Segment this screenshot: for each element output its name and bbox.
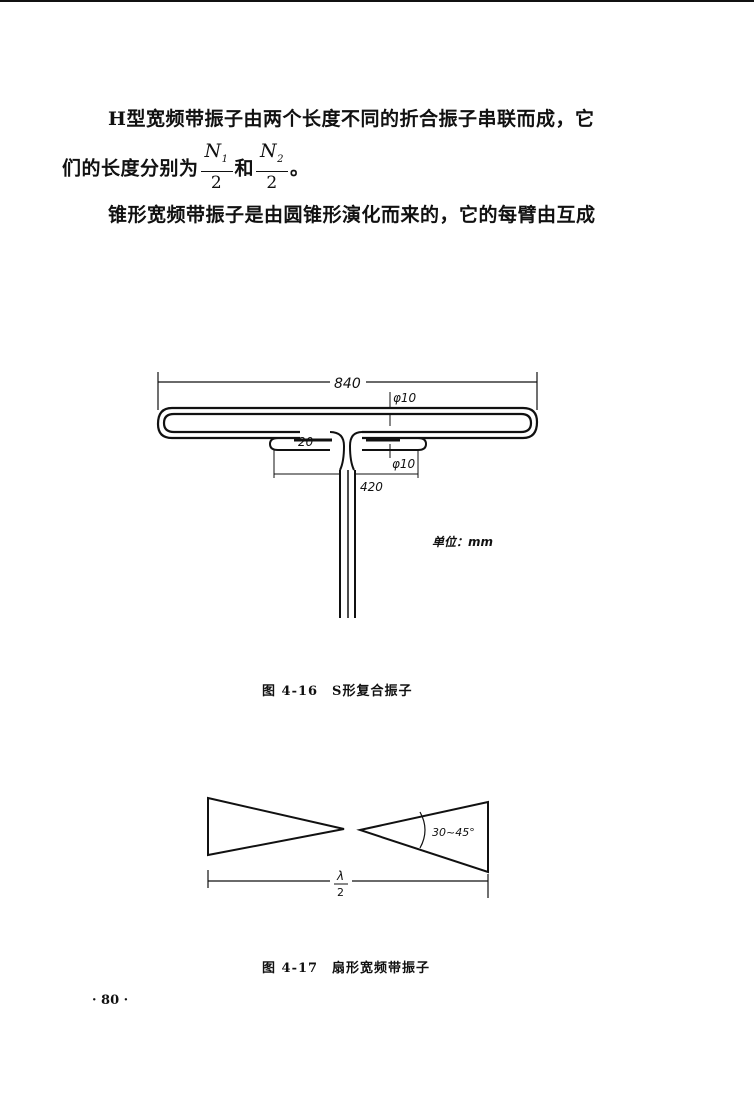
angle-arc xyxy=(419,811,426,849)
fraction-n1-subscript: 1 xyxy=(221,153,229,165)
feed-curve-left xyxy=(329,431,346,471)
paragraph-lengths-end: 。 xyxy=(290,157,310,180)
fan-right-triangle xyxy=(356,800,489,874)
lambda-numerator: λ xyxy=(336,869,344,883)
figure-4-16-caption: 图 4-16 S形复合振子 xyxy=(262,684,413,699)
fraction-n1-over-2: N1 2 xyxy=(200,140,233,194)
fan-left-triangle xyxy=(207,796,345,857)
fraction-n1-denominator: 2 xyxy=(210,172,223,193)
paragraph-lengths-lead: 们的长度分别为 xyxy=(62,157,199,180)
angle-label: 30~45° xyxy=(432,826,475,839)
dim-phi10-bottom-label: φ10 xyxy=(392,457,416,471)
unit-label: 单位：mm xyxy=(432,535,493,549)
page-number: · 80 · xyxy=(92,993,129,1008)
fraction-n2-numerator: N xyxy=(260,140,278,162)
dim-420-label: 420 xyxy=(360,480,383,494)
top-border-line xyxy=(0,0,754,2)
lower-left-arm-outer xyxy=(268,437,330,451)
paragraph-h-type: H型宽频带振子由两个长度不同的折合振子串联而成，它 xyxy=(108,108,595,130)
dim-840-label: 840 xyxy=(334,376,361,392)
paragraph-cone-type: 锥形宽频带振子是由圆锥形演化而来的，它的每臂由互成 xyxy=(108,204,596,226)
figure-s-compound-dipole xyxy=(156,372,539,618)
lower-right-arm-outer xyxy=(362,437,428,451)
inner-folded-loop xyxy=(162,412,533,434)
fraction-n2-denominator: 2 xyxy=(266,172,278,193)
outer-folded-loop xyxy=(156,406,539,440)
figure-4-17-caption: 图 4-17 扇形宽频带振子 xyxy=(262,961,431,976)
paragraph-lengths-and: 和 xyxy=(234,157,255,180)
feed-curve-right xyxy=(348,431,363,471)
fraction-n2-subscript: 2 xyxy=(277,153,285,165)
dim-phi10-top-label: φ10 xyxy=(393,391,417,405)
lambda-denominator: 2 xyxy=(337,886,344,899)
figure-fan-dipole xyxy=(207,796,489,898)
fraction-n1-numerator: N xyxy=(204,140,222,162)
dim-gap-label: 20 xyxy=(298,435,314,449)
